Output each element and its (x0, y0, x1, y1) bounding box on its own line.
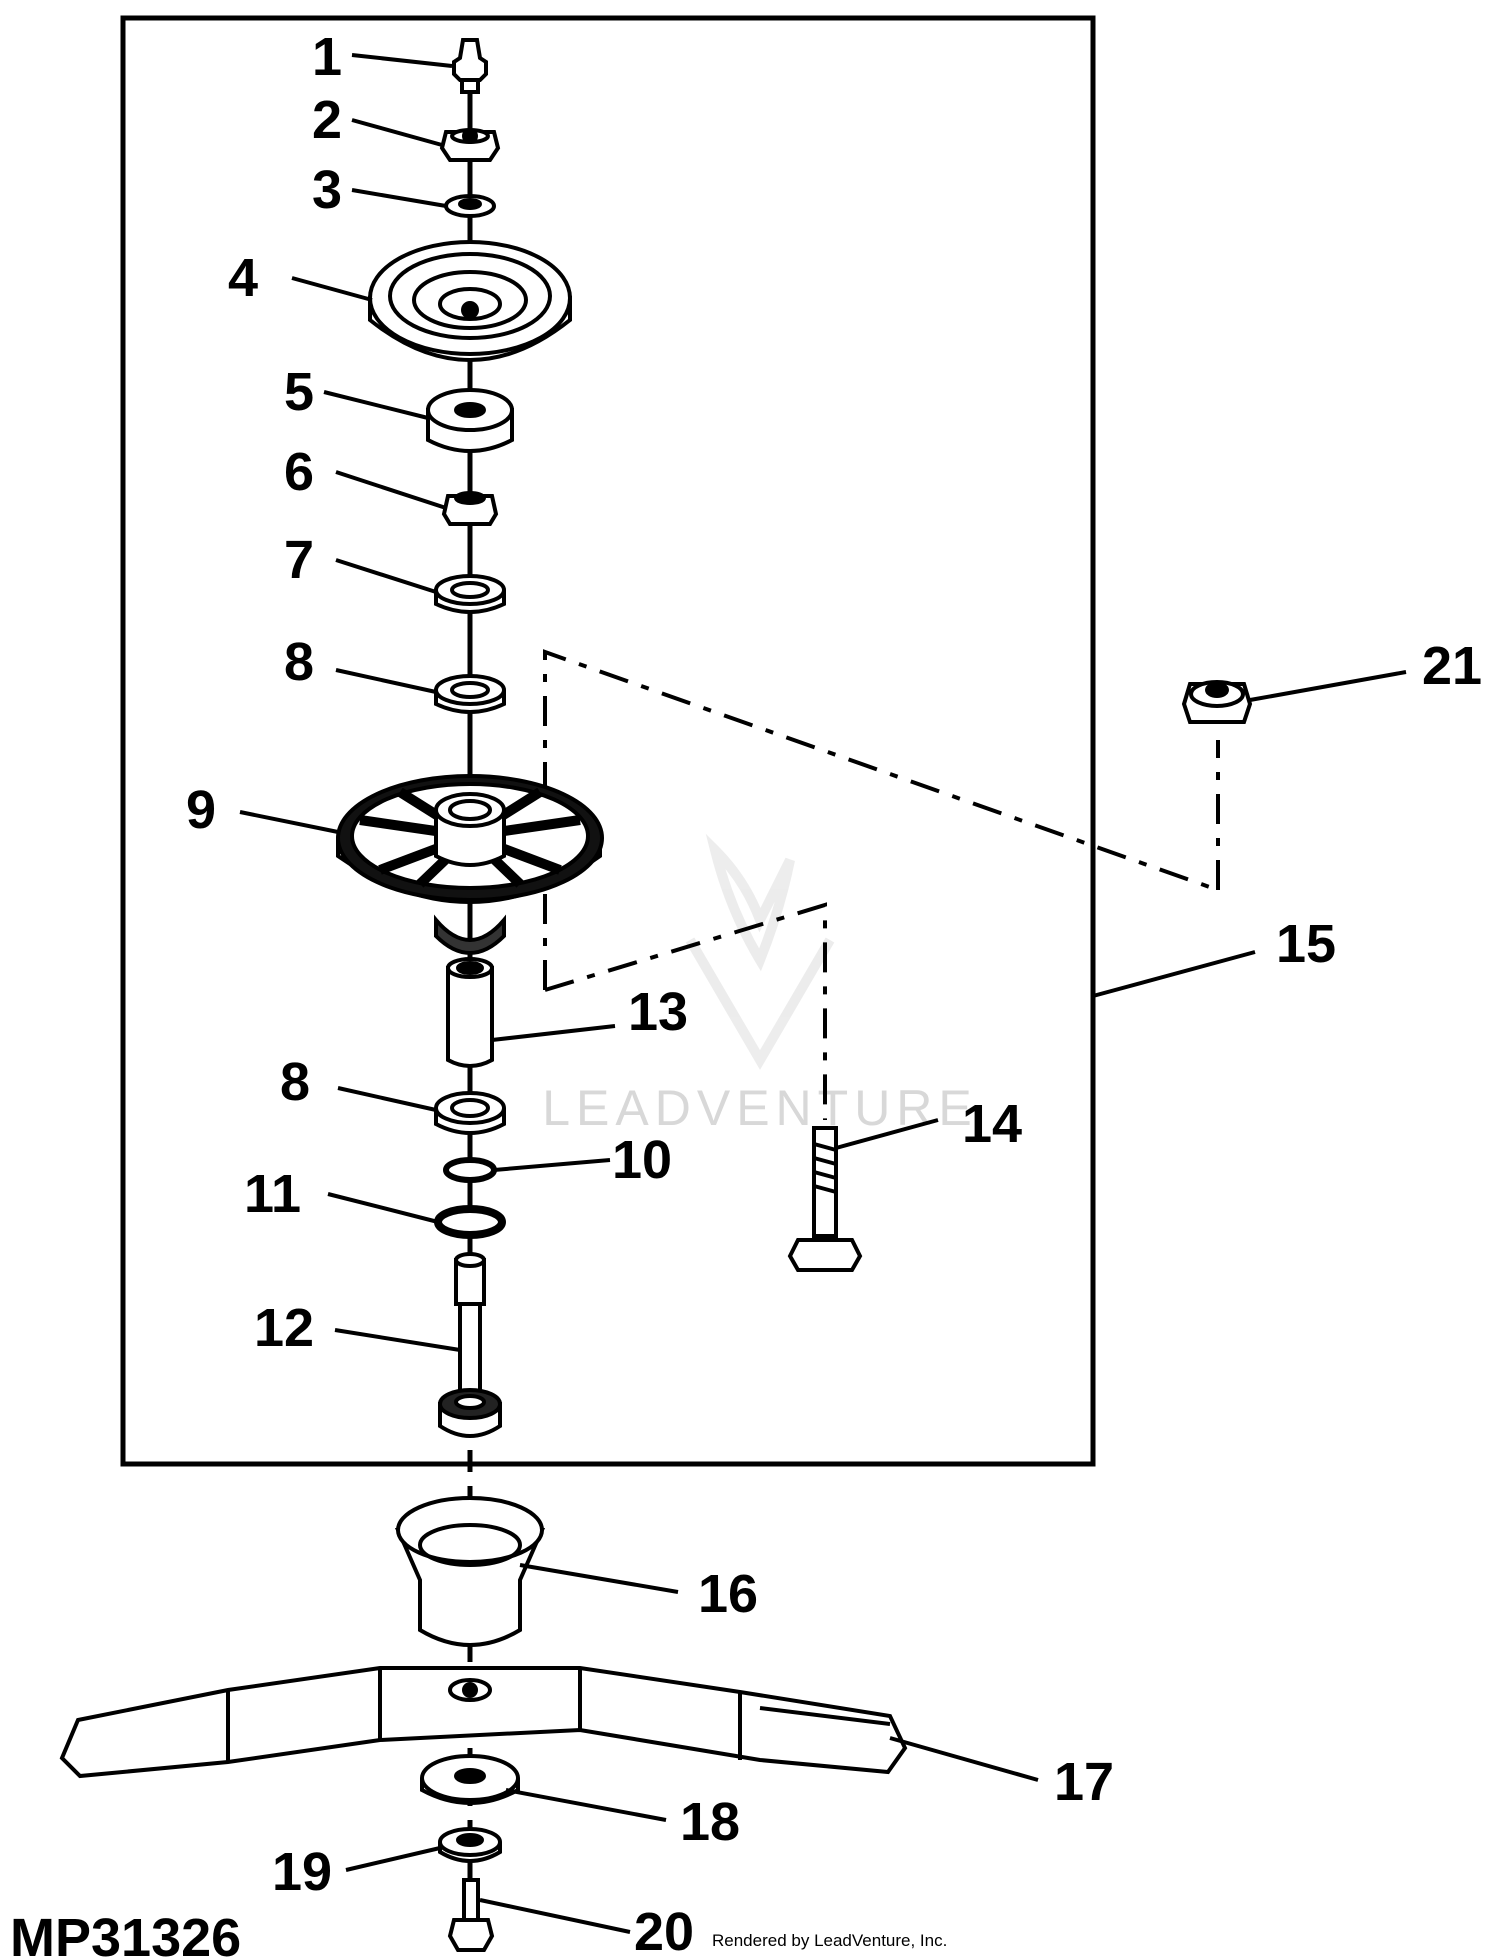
flange-nut-part-21 (1181, 680, 1253, 724)
callout-5: 5 (284, 362, 314, 422)
nut-part-6 (441, 491, 499, 526)
spindle-housing-part-9 (336, 774, 604, 955)
callout-7: 7 (284, 530, 314, 590)
callout-17: 17 (1054, 1752, 1114, 1812)
callout-20: 20 (634, 1902, 694, 1959)
callout-6: 6 (284, 442, 314, 502)
callout-9: 9 (186, 780, 216, 840)
watermark-logo (685, 833, 835, 1070)
callout-1: 1 (312, 27, 342, 87)
callout-4: 4 (228, 248, 258, 308)
figure-id: MP31326 (10, 1908, 241, 1959)
callout-14: 14 (962, 1094, 1022, 1154)
blade-adapter-part-16 (394, 1496, 546, 1647)
callout-8-upper: 8 (284, 632, 314, 692)
washer-part-18 (420, 1754, 520, 1805)
callout-3: 3 (312, 160, 342, 220)
grease-fitting-part (452, 38, 488, 94)
spindle-assembly-box (120, 15, 1096, 1467)
callout-21: 21 (1422, 636, 1482, 696)
callout-12: 12 (254, 1298, 314, 1358)
blade-bolt-part-20 (447, 1878, 495, 1952)
bolt-path-lower (544, 902, 827, 1120)
bearing-part-8-upper (434, 674, 506, 714)
callout-8-lower: 8 (280, 1052, 310, 1112)
seal-part-11 (434, 1205, 506, 1239)
spacer-tube-part-13 (446, 957, 494, 1068)
washer-part-3 (444, 194, 496, 218)
callout-2: 2 (312, 90, 342, 150)
leader-lines (239, 53, 1407, 1934)
hub-part-5 (426, 388, 514, 453)
callout-16: 16 (698, 1564, 758, 1624)
bearing-part-8-lower (434, 1091, 506, 1135)
callout-11: 11 (244, 1164, 301, 1224)
mower-blade-part-17 (59, 1666, 908, 1779)
washer-part-19 (438, 1827, 502, 1863)
bolt-part-14 (787, 1126, 863, 1272)
watermark-text: LEADVENTURE (542, 1080, 978, 1136)
bolt-path-upper (543, 649, 1219, 990)
bearing-part-7 (434, 574, 506, 614)
washer-part-10 (443, 1157, 497, 1183)
nut-part-2 (439, 128, 501, 162)
shaft-part-12 (438, 1252, 502, 1438)
callout-15: 15 (1276, 914, 1336, 974)
callout-13: 13 (628, 982, 688, 1042)
callout-numbers: 1 2 3 4 5 6 7 8 9 8 10 11 12 13 14 15 16… (186, 27, 1482, 1959)
pulley-part-4 (368, 240, 572, 362)
callout-18: 18 (680, 1792, 740, 1852)
callout-10: 10 (612, 1130, 672, 1190)
render-credit: Rendered by LeadVenture, Inc. (712, 1931, 947, 1950)
callout-19: 19 (272, 1842, 332, 1902)
